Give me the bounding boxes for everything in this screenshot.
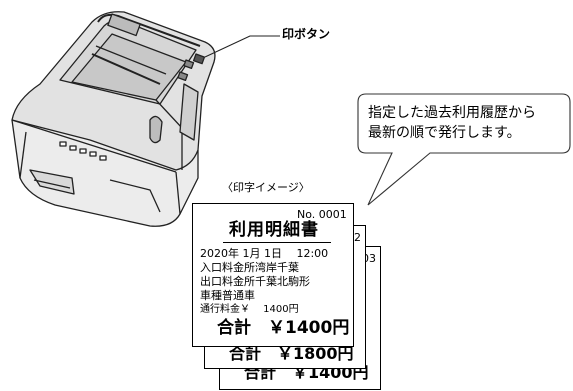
receipt-title-underline: [223, 242, 331, 243]
print-preview-caption: 〈印字イメージ〉: [222, 181, 310, 194]
receipt-fare: 通行料金￥ 1400円: [200, 304, 299, 315]
print-button-label: 印ボタン: [282, 27, 331, 41]
receipt-back-1-total: 合計 ￥1800円: [229, 344, 354, 363]
receipt-exit: 出口料金所千葉北駒形: [200, 275, 310, 288]
receipt-title: 利用明細書: [229, 220, 319, 240]
receipt-entry: 入口料金所湾岸千葉: [200, 261, 299, 274]
callout-line-1: 指定した過去利用履歴から: [368, 105, 536, 121]
receipt-back-1-number: 02: [347, 231, 361, 244]
receipt-total: 合計 ￥1400円: [217, 318, 350, 338]
receipt-datetime: 2020年 1月 1日 12:00: [200, 247, 329, 260]
receipt-front: No. 0001 利用明細書 2020年 1月 1日 12:00 入口料金所湾岸…: [192, 203, 354, 347]
receipt-number: No. 0001: [297, 208, 347, 221]
receipt-back-2-number: 03: [362, 252, 376, 265]
callout-line-2: 最新の順で発行します。: [368, 125, 521, 141]
receipt-vehicle: 車種普通車: [200, 289, 255, 302]
